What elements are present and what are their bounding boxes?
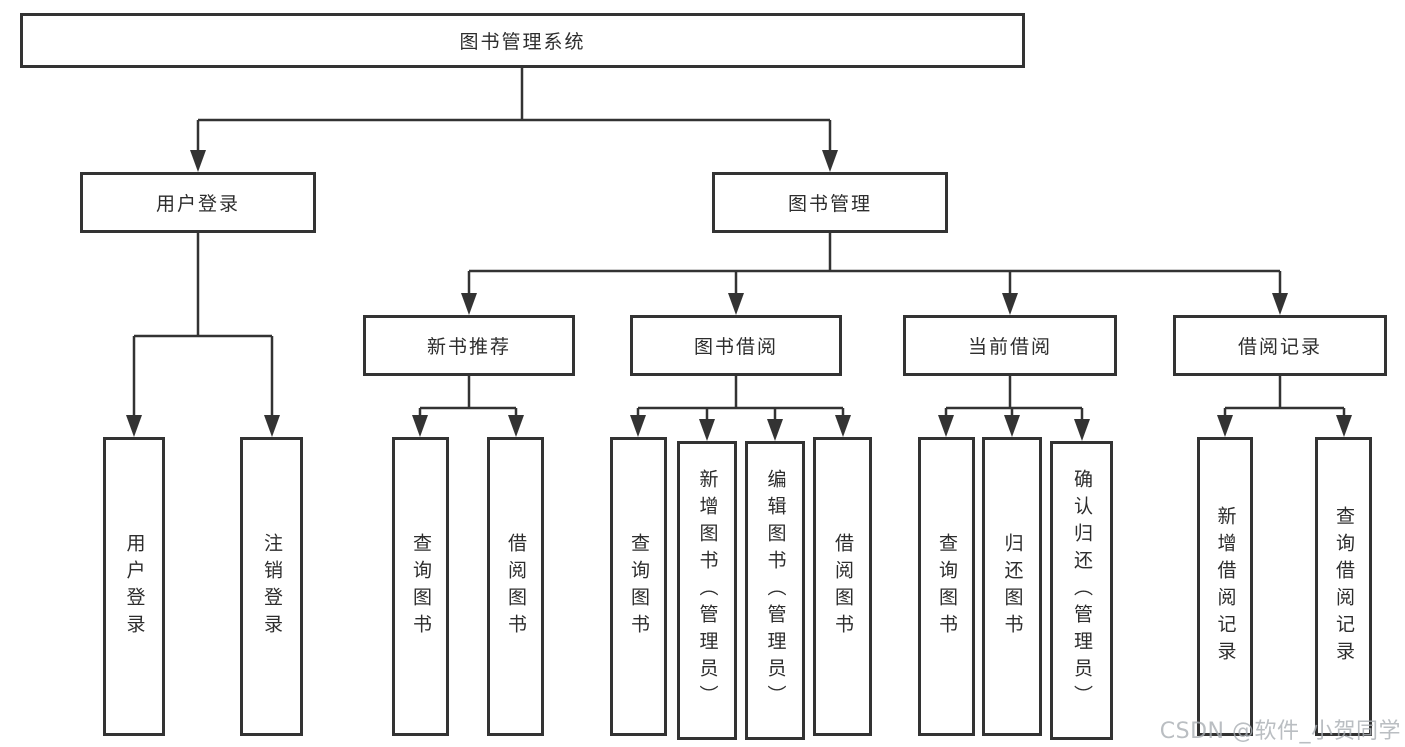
leaf-confirm-return-admin: 确认归还（管理员） [1050,441,1113,740]
node-label: 查询图书 [935,532,958,641]
leaf-edit-book-admin: 编辑图书（管理员） [745,441,805,740]
node-label: 图书管理 [787,193,872,215]
node-label: 新增借阅记录 [1214,505,1237,668]
csdn-watermark: CSDN @软件_小贺同学 [1159,719,1401,744]
node-new-book-recommend: 新书推荐 [363,315,575,376]
node-label: 查询借阅记录 [1332,505,1355,668]
node-label: 借阅记录 [1237,336,1322,358]
leaf-add-borrow-record: 新增借阅记录 [1197,437,1253,736]
leaf-query-books-current: 查询图书 [918,437,975,736]
node-label: 查询图书 [627,532,650,641]
leaf-return-book: 归还图书 [982,437,1042,736]
node-borrowing-records: 借阅记录 [1173,315,1387,376]
node-current-borrowing: 当前借阅 [903,315,1117,376]
leaf-query-borrow-record: 查询借阅记录 [1315,437,1372,736]
node-label: 用户登录 [155,193,240,215]
node-label: 借阅图书 [831,532,854,641]
node-label: 确认归还（管理员） [1070,469,1093,712]
node-label: 图书管理系统 [459,31,586,53]
node-label: 编辑图书（管理员） [764,469,787,712]
leaf-user-login: 用户登录 [103,437,165,736]
node-book-borrowing: 图书借阅 [630,315,842,376]
leaf-logout: 注销登录 [240,437,303,736]
leaf-query-books-recommend: 查询图书 [392,437,449,736]
node-label: 当前借阅 [967,336,1052,358]
node-user-login: 用户登录 [80,172,316,233]
node-label: 图书借阅 [693,336,778,358]
node-book-management: 图书管理 [712,172,948,233]
node-label: 注销登录 [260,532,283,641]
leaf-borrow-books-recommend: 借阅图书 [487,437,544,736]
node-label: 借阅图书 [504,532,527,641]
node-label: 新增图书（管理员） [696,469,719,712]
node-label: 查询图书 [409,532,432,641]
leaf-query-books-borrowing: 查询图书 [610,437,667,736]
node-book-management-system: 图书管理系统 [20,13,1025,68]
leaf-borrow-books-borrowing: 借阅图书 [813,437,872,736]
node-label: 新书推荐 [426,336,511,358]
leaf-add-book-admin: 新增图书（管理员） [677,441,737,740]
node-label: 归还图书 [1001,532,1024,641]
node-label: 用户登录 [123,532,146,641]
